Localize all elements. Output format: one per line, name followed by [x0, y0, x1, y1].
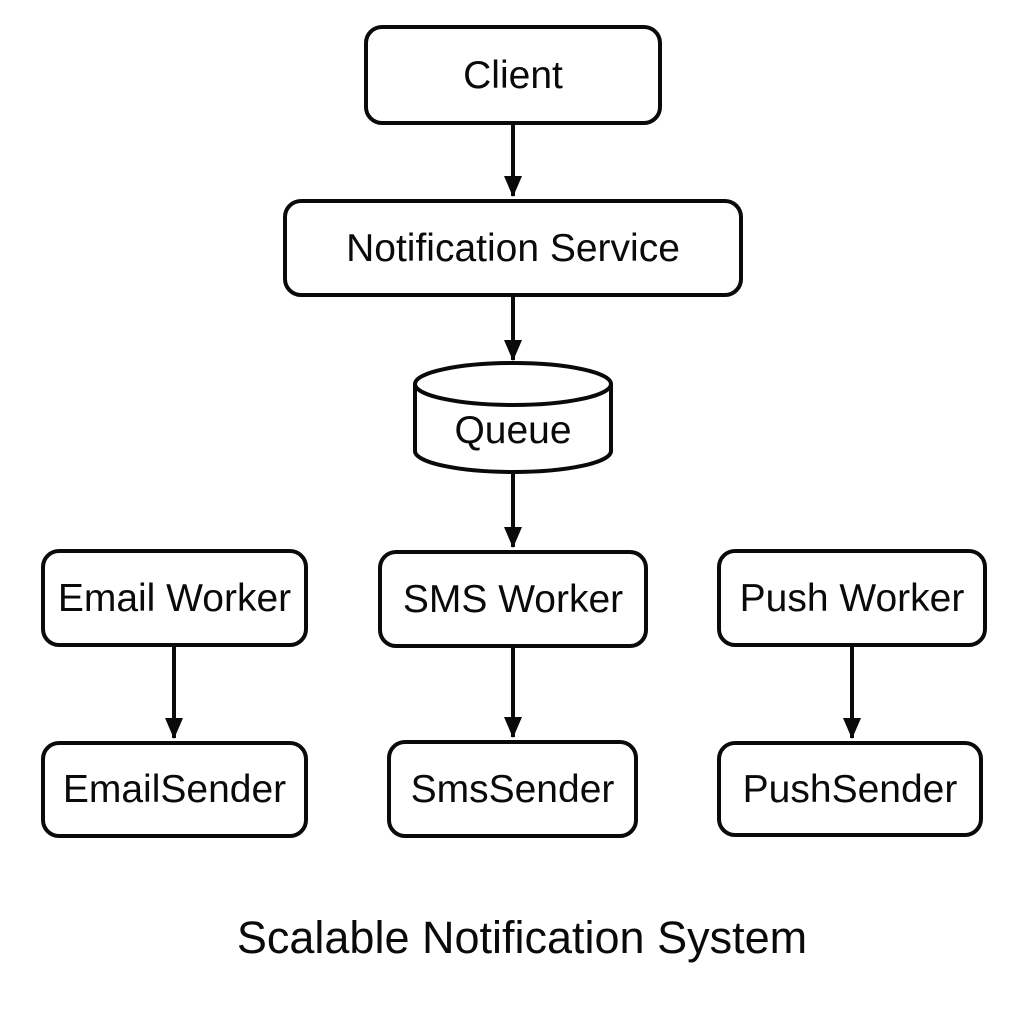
- node-push-worker: Push Worker: [717, 549, 987, 647]
- node-email-worker-label: Email Worker: [57, 576, 292, 620]
- node-notification-service: Notification Service: [283, 199, 743, 297]
- node-notification-service-label: Notification Service: [346, 226, 680, 270]
- node-sms-worker-label: SMS Worker: [402, 577, 624, 621]
- diagram-caption: Scalable Notification System: [236, 912, 808, 963]
- node-queue-label: Queue: [454, 408, 572, 452]
- node-email-sender: EmailSender: [41, 741, 308, 838]
- node-sms-worker: SMS Worker: [378, 550, 648, 648]
- node-sms-sender-label: SmsSender: [410, 767, 615, 811]
- node-email-worker: Email Worker: [41, 549, 308, 647]
- node-client: Client: [364, 25, 662, 125]
- node-sms-sender: SmsSender: [387, 740, 638, 838]
- node-push-sender: PushSender: [717, 741, 983, 837]
- node-client-label: Client: [463, 53, 563, 97]
- node-queue: Queue: [413, 402, 613, 458]
- node-push-sender-label: PushSender: [742, 767, 958, 811]
- node-push-worker-label: Push Worker: [739, 576, 965, 620]
- node-email-sender-label: EmailSender: [62, 768, 287, 811]
